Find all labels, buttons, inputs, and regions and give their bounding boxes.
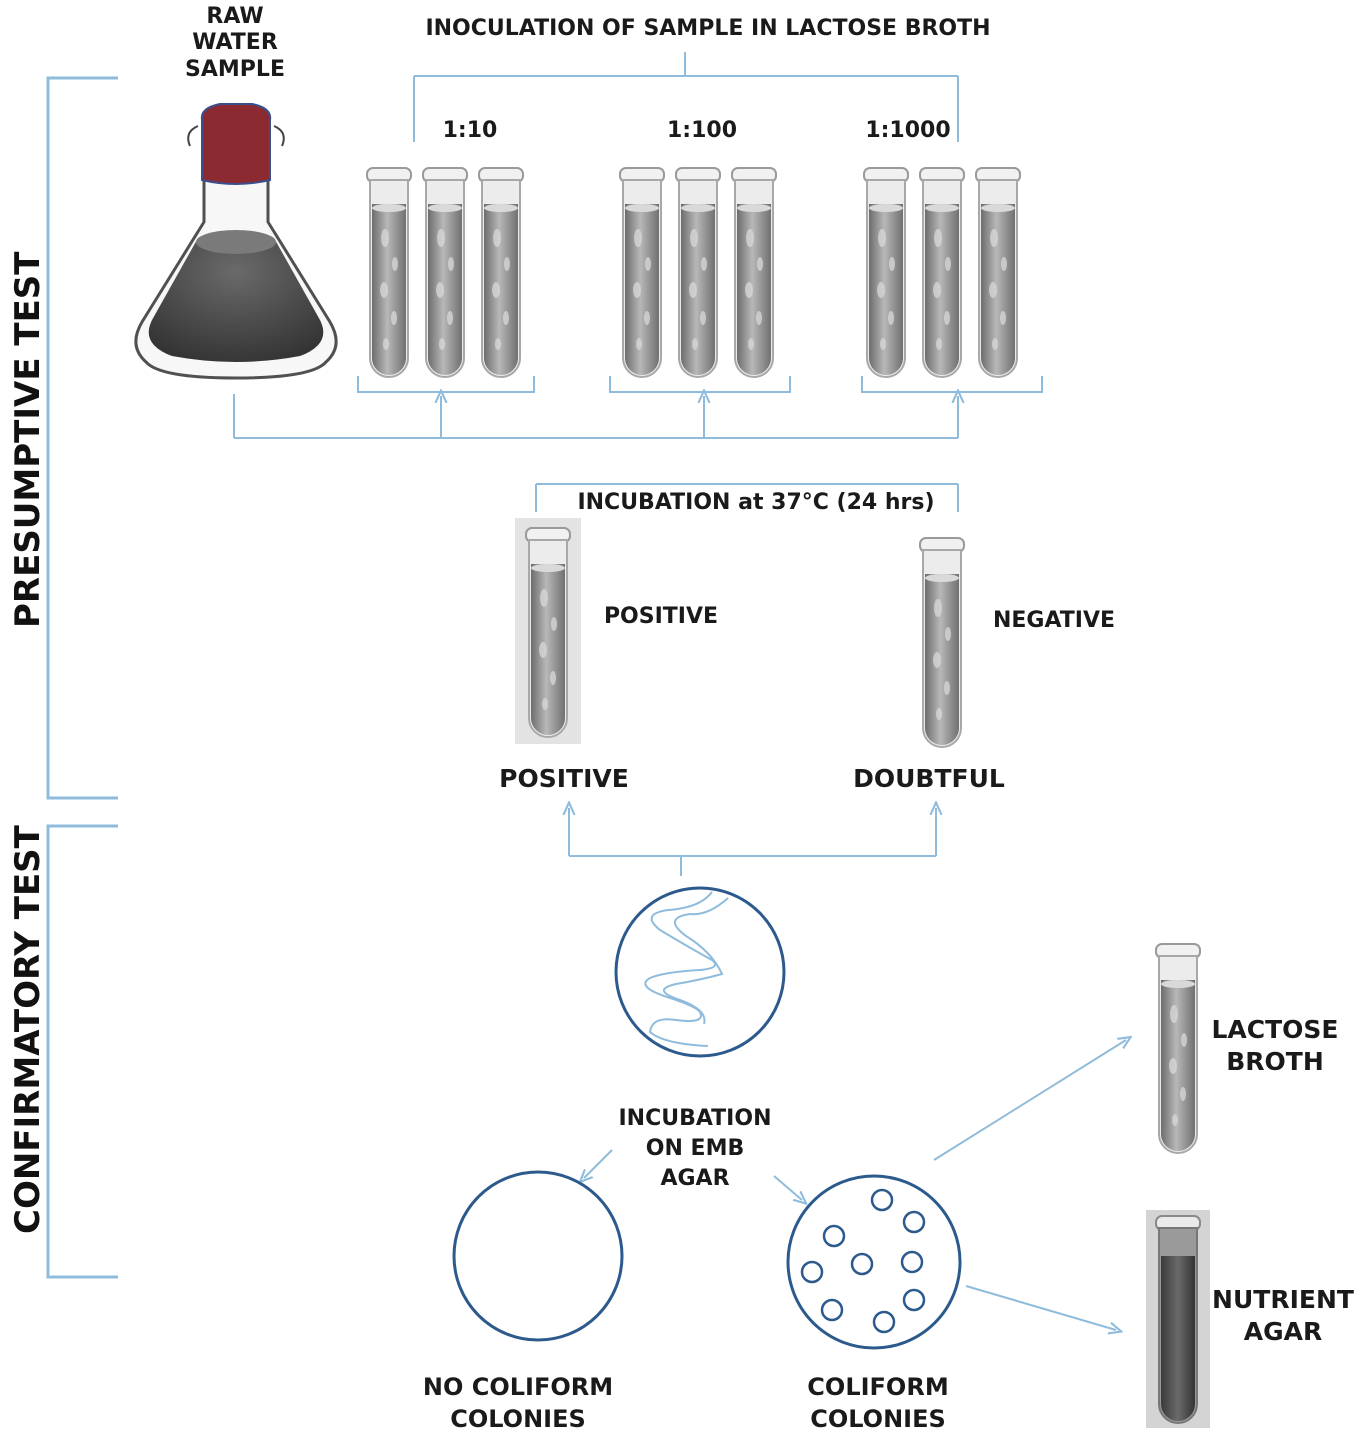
- colony: [800, 1260, 824, 1284]
- nutrient-agar-tube: [1146, 1210, 1210, 1428]
- coliform-plate: [786, 1174, 962, 1350]
- presumptive-bracket: [46, 76, 118, 800]
- dilution-label-1-1000: 1:1000: [865, 118, 951, 143]
- tube-group-1-10: [366, 167, 524, 378]
- dilution-label-1-10: 1:10: [442, 118, 498, 143]
- colony: [902, 1210, 926, 1234]
- confirmatory-bracket: [46, 824, 118, 1279]
- colony: [902, 1288, 926, 1312]
- colony: [872, 1310, 896, 1334]
- no-coliform-colonies-label: NO COLIFORM COLONIES: [422, 1373, 614, 1433]
- positive-tube-label: POSITIVE: [603, 604, 719, 629]
- raw-water-flask: [134, 103, 338, 380]
- colony: [870, 1188, 894, 1212]
- emb-arrows: [584, 1040, 1126, 1330]
- tube-group-brackets: [233, 376, 1043, 439]
- inoculation-connector: [413, 52, 959, 142]
- colony: [822, 1224, 846, 1248]
- colony: [820, 1298, 844, 1322]
- emb-agar-label: INCUBATION ON EMB AGAR: [618, 1106, 772, 1191]
- no-coliform-plate: [452, 1170, 624, 1342]
- positive-outcome-label: POSITIVE: [499, 764, 629, 793]
- lactose-broth-tube: [1155, 943, 1201, 1154]
- negative-tube-label: NEGATIVE: [992, 608, 1116, 633]
- incubation-title: INCUBATION at 37°C (24 hrs): [577, 490, 935, 515]
- colony: [850, 1252, 874, 1276]
- positive-tube: [515, 518, 581, 744]
- doubtful-outcome-label: DOUBTFUL: [853, 764, 1005, 793]
- colony: [900, 1250, 924, 1274]
- nutrient-agar-label: NUTRIENT AGAR: [1212, 1285, 1354, 1346]
- coliform-colonies-label: COLIFORM COLONIES: [807, 1373, 949, 1433]
- incubation-connector: [535, 483, 959, 512]
- inoculation-title: INOCULATION OF SAMPLE IN LACTOSE BROTH: [425, 16, 991, 41]
- confirmatory-test-label: CONFIRMATORY TEST: [8, 825, 48, 1234]
- raw-water-sample-label: RAW WATER SAMPLE: [185, 4, 285, 82]
- negative-tube: [919, 537, 965, 748]
- outcome-connector: [569, 808, 936, 876]
- presumptive-test-label: PRESUMPTIVE TEST: [8, 251, 48, 629]
- emb-streak-plate: [614, 886, 786, 1058]
- lactose-broth-label: LACTOSE BROTH: [1211, 1015, 1339, 1076]
- dilution-label-1-100: 1:100: [666, 118, 738, 143]
- tube-group-1-100: [619, 167, 777, 378]
- tube-group-1-1000: [863, 167, 1021, 378]
